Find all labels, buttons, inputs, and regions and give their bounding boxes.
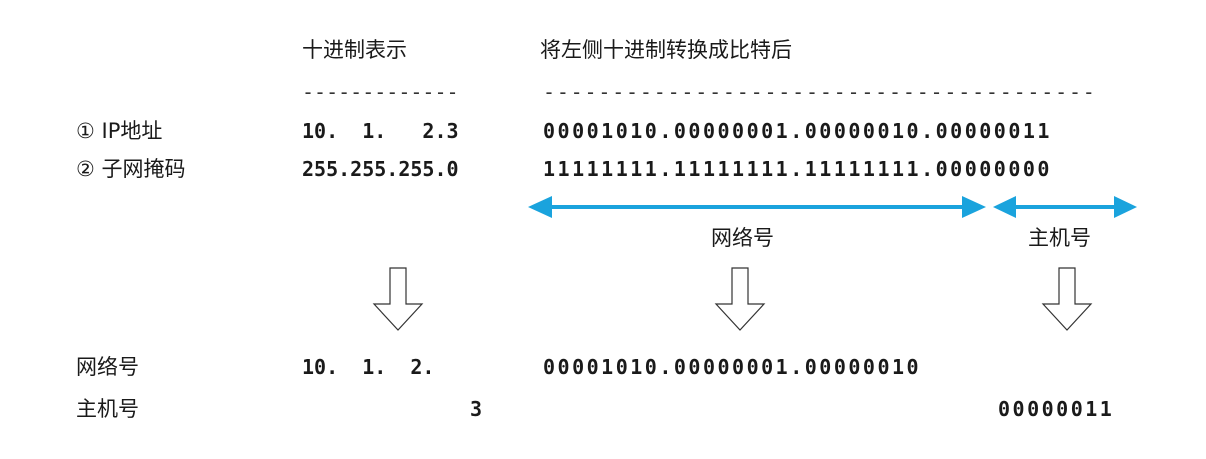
- result-network-decimal: 10. 1. 2.: [302, 355, 435, 379]
- result-host-label: 主机号: [76, 397, 139, 421]
- subnet-mask-binary: 11111111.11111111.11111111.00000000: [543, 157, 1052, 181]
- network-span-label: 网络号: [711, 226, 774, 250]
- header-binary: 将左侧十进制转换成比特后: [540, 38, 792, 62]
- result-network-binary: 00001010.00000001.00000010: [543, 355, 922, 379]
- network-span-arrow: [528, 196, 986, 218]
- header-binary-divider: ----------------------------------------: [543, 80, 1097, 104]
- host-span-arrow: [993, 196, 1137, 218]
- down-arrow-icon: [372, 267, 424, 331]
- ip-address-binary: 00001010.00000001.00000010.00000011: [543, 119, 1052, 143]
- header-decimal-divider: -------------: [302, 80, 459, 104]
- result-host-binary: 00000011: [998, 397, 1115, 421]
- down-arrow-icon: [1041, 267, 1093, 331]
- subnet-mask-decimal: 255.255.255.0: [302, 157, 459, 181]
- ip-address-label: ① IP地址: [76, 119, 163, 143]
- header-decimal: 十进制表示: [302, 38, 407, 62]
- result-network-label: 网络号: [76, 355, 139, 379]
- result-host-decimal: 3: [470, 397, 483, 421]
- host-span-label: 主机号: [1028, 226, 1091, 250]
- down-arrow-icon: [714, 267, 766, 331]
- subnet-mask-label: ② 子网掩码: [76, 157, 186, 181]
- ip-address-decimal: 10. 1. 2.3: [302, 119, 459, 143]
